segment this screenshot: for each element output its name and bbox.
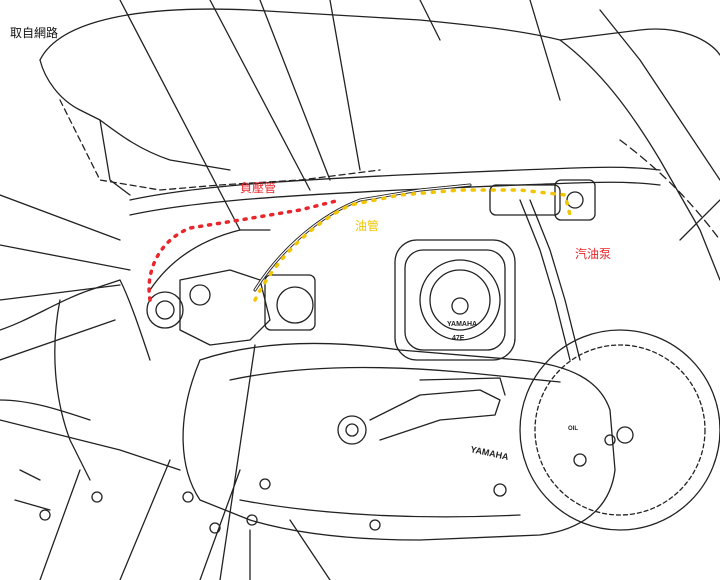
fuel-hose-outline [253,183,472,292]
source-caption: 取自網路 [10,26,59,40]
air-filter-joint [264,274,316,331]
air-box-cap [419,259,501,341]
air-box-code: 47E [452,335,465,342]
crankcase-brand: YAMAHA [470,444,510,462]
air-box-brand: YAMAHA [447,321,477,328]
kick-start-lever [369,389,501,441]
frame-upper [129,166,661,201]
body-right-panel [559,39,720,281]
air-box [394,239,516,361]
left-leg-shield [0,279,151,361]
floor-panel [0,419,181,471]
rear-wheel [519,329,720,531]
intake-manifold [149,229,271,291]
vacuum-hose-path [147,198,342,302]
vacuum-hose-label: 負壓管 [240,180,276,195]
fuel-hose-label: 油管 [355,218,379,233]
fuel-pump-label: 汽油泵 [575,246,611,261]
rear-shock [519,199,571,361]
crankcase-cover [182,342,616,541]
throttle-body [146,291,184,329]
frame-upper-2 [129,181,661,216]
fuel-pump-body [489,184,561,216]
crank-bolt [337,415,367,445]
seat-lower-outline [39,59,231,171]
seat-body-outline [39,8,720,61]
oil-note: OIL [568,426,578,432]
storage-box [59,99,381,191]
footboard-bolts [14,469,51,511]
